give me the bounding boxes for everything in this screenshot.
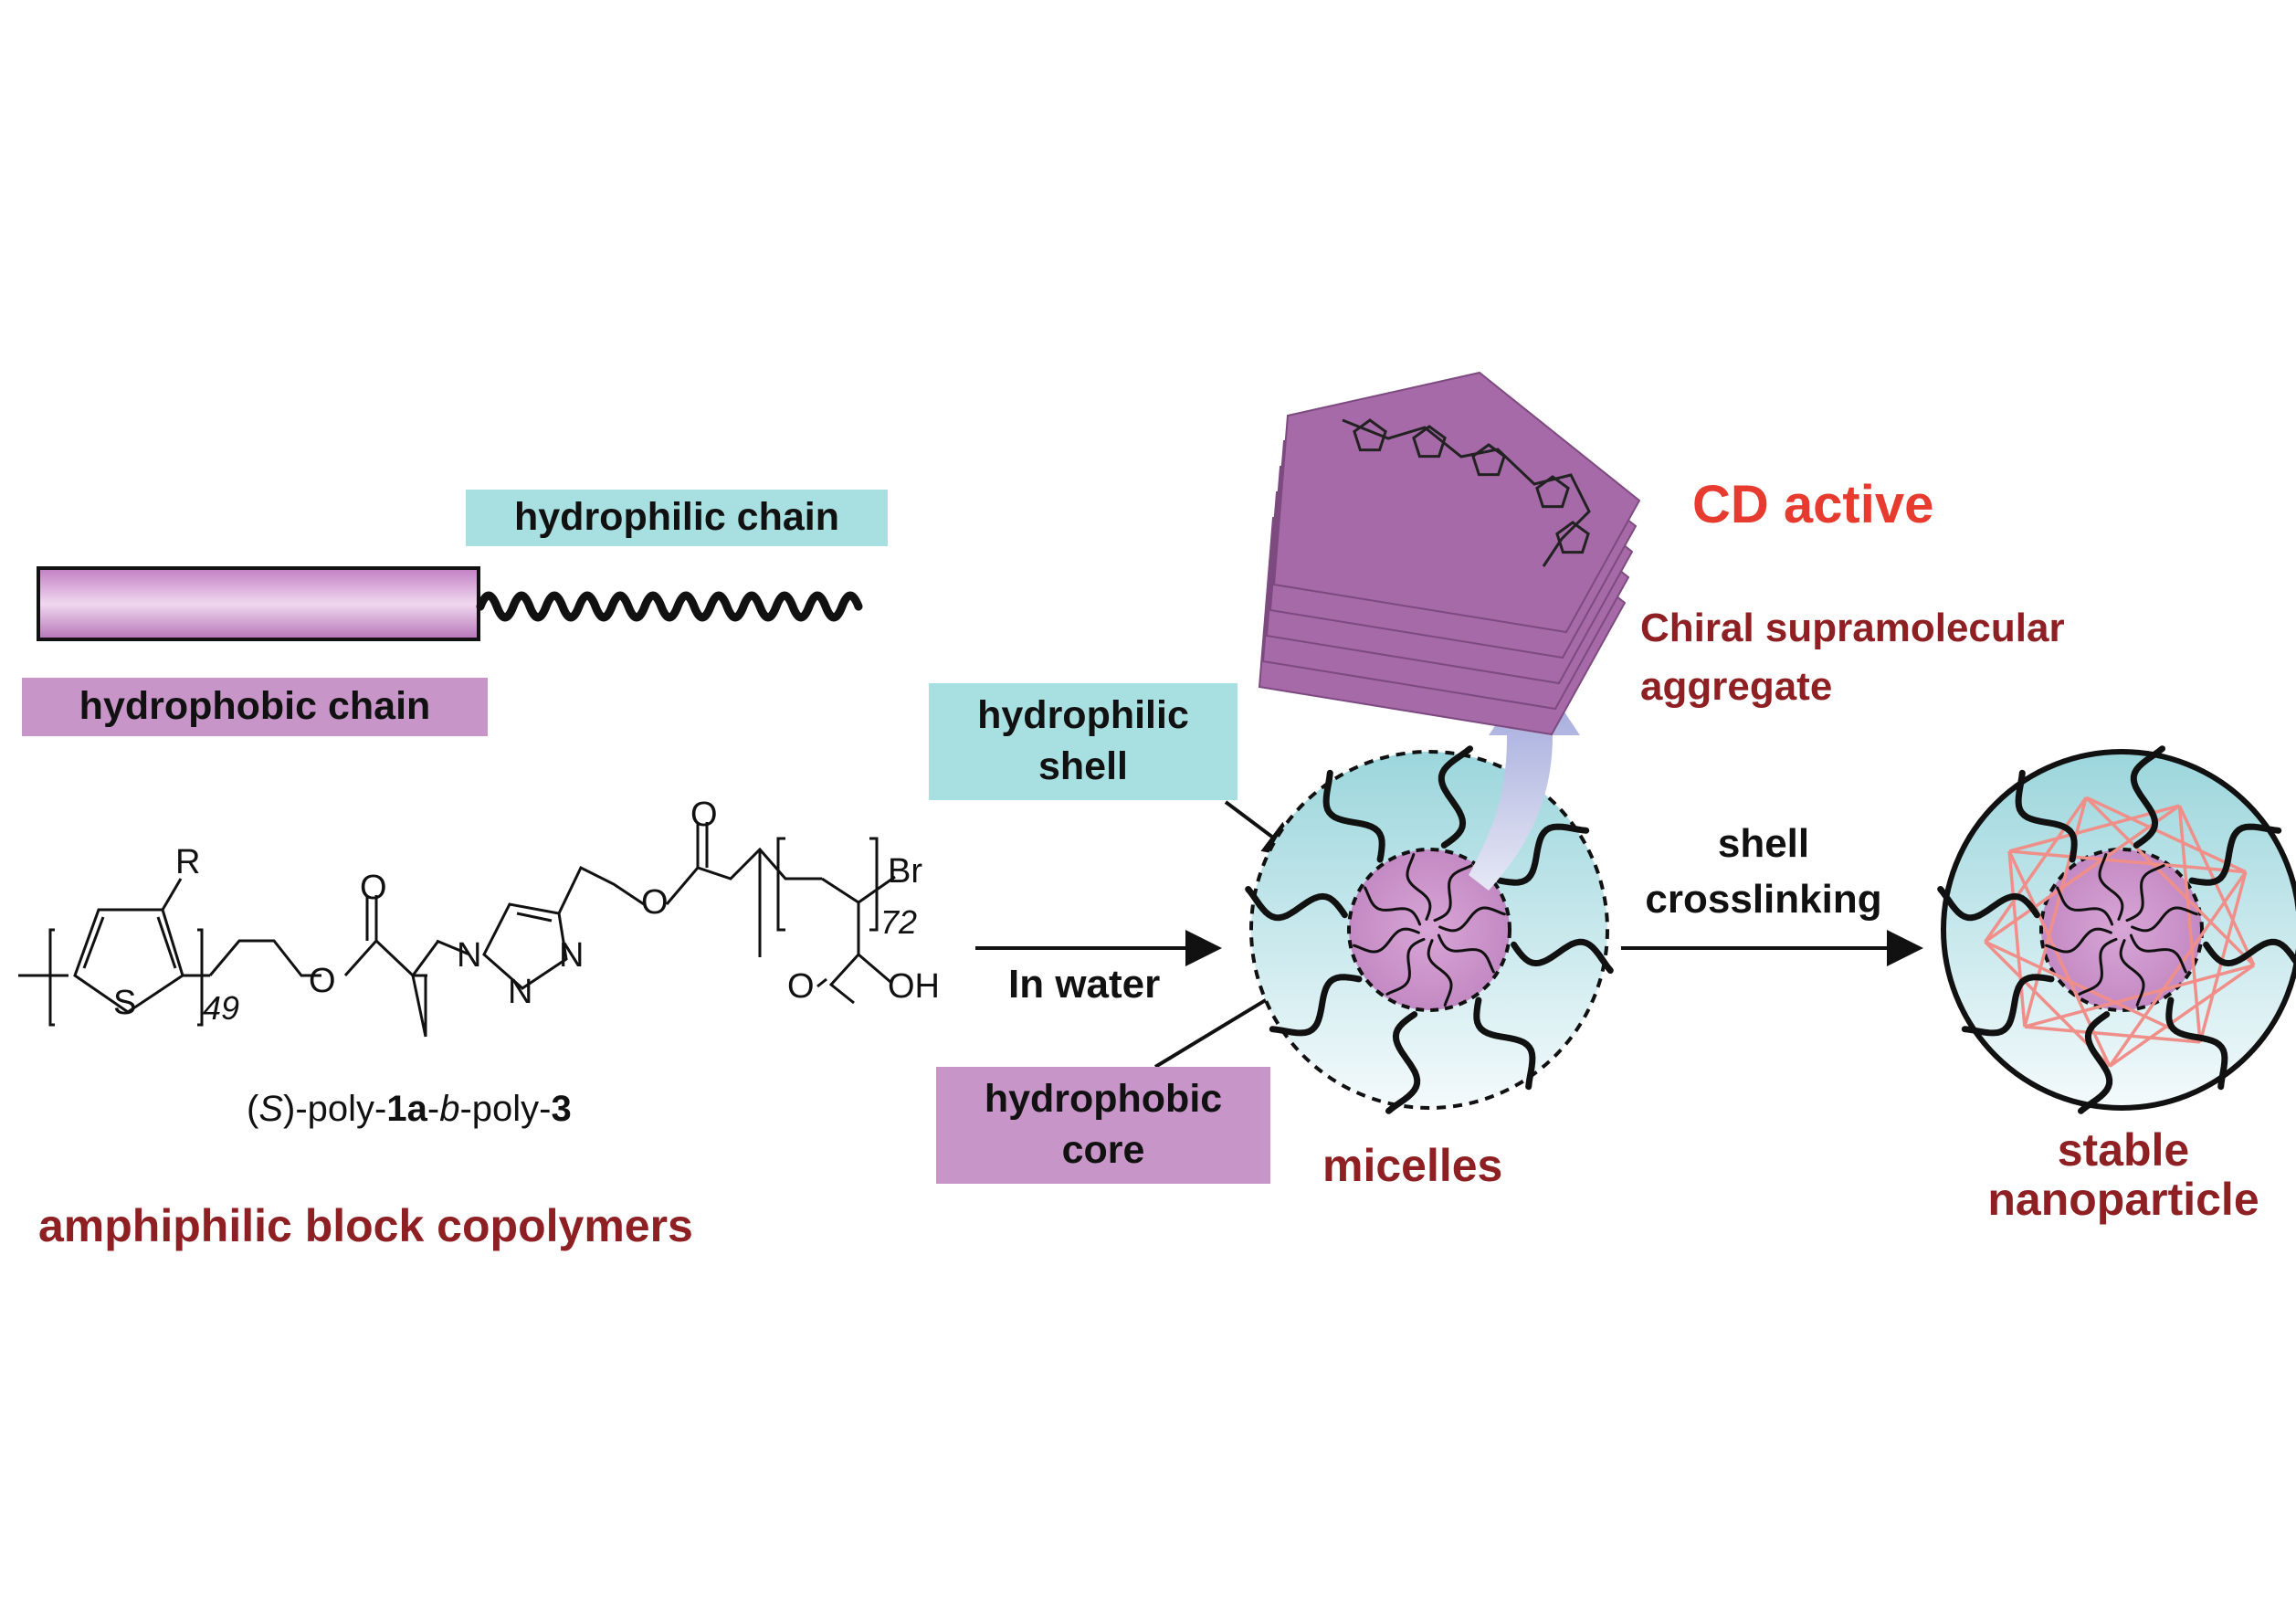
in-water-label: In water xyxy=(1008,962,1161,1007)
subscript-72: 72 xyxy=(880,903,918,941)
atom-n3: N xyxy=(559,936,585,975)
hydrophilic-strand xyxy=(1269,974,1363,1037)
atom-o-ester2: O xyxy=(641,883,669,922)
hydrophilic-shell-label: hydrophilic shell xyxy=(929,683,1238,800)
atom-n2: N xyxy=(508,973,533,1011)
stable-nanoparticle-line1: stable xyxy=(2057,1124,2190,1176)
crosslink-line xyxy=(2177,805,2202,1043)
hydrophobic-core-line2: core xyxy=(1061,1128,1145,1172)
crosslink-line xyxy=(2108,870,2248,1068)
nanoparticle-graphic xyxy=(1937,745,2296,1114)
hydrophilic-strand xyxy=(1511,938,1614,974)
hydrophobic-strand xyxy=(1353,927,1420,954)
hydrophilic-strand xyxy=(1961,974,2055,1037)
thiophene-ring-sketch xyxy=(1535,475,1570,509)
crosslink-line xyxy=(2198,871,2248,1043)
crosslink-line xyxy=(1984,796,2088,944)
crosslink-line xyxy=(2084,796,2256,967)
hydrophilic-chain-label: hydrophilic chain xyxy=(466,490,888,546)
hydrophilic-strand xyxy=(1937,886,2040,922)
section-title: amphiphilic block copolymers xyxy=(38,1200,693,1251)
copolymer-structure xyxy=(18,822,896,1038)
subscript-49: 49 xyxy=(203,989,240,1027)
shell-crosslinking-label: shell crosslinking xyxy=(1622,820,1905,924)
crosslink-line xyxy=(2024,1025,2201,1044)
thiophene-ring-sketch xyxy=(1471,443,1506,477)
chiral-aggregate-line1: Chiral supramolecular xyxy=(1640,606,2065,650)
atom-o-carbonyl1: O xyxy=(360,869,387,907)
cd-active-label: CD active xyxy=(1692,475,1934,534)
crosslink-line xyxy=(1984,940,2201,1044)
hydrophobic-strand xyxy=(1433,864,1473,923)
hydrophilic-strand xyxy=(1438,745,1473,849)
thiophene-ring-sketch xyxy=(1412,425,1447,459)
crosslink-line xyxy=(2177,805,2256,966)
stable-nanoparticle-line2: nanoparticle xyxy=(1987,1174,2259,1225)
hydrophilic-shell-line1: hydrophilic xyxy=(977,693,1189,738)
atom-o-ester1: O xyxy=(309,962,336,1000)
hydrophobic-strand xyxy=(1406,853,1432,921)
hydrophobic-strand xyxy=(2056,886,2114,926)
atom-br: Br xyxy=(888,852,922,891)
hydrophilic-strand xyxy=(2078,1011,2113,1114)
hydrophilic-strand xyxy=(1385,1011,1421,1114)
aggregate-plate xyxy=(1272,371,1641,634)
hydrophobic-strand xyxy=(1385,937,1426,996)
hydrophobic-strand xyxy=(2129,933,2187,974)
atom-r: R xyxy=(175,843,201,881)
atom-s-thiophene: S xyxy=(113,984,137,1022)
hydrophobic-strand xyxy=(2078,937,2118,996)
hydrophilic-strand xyxy=(2188,823,2282,886)
polymer-name: (S)-poly-1a-b-poly-3 xyxy=(247,1089,572,1129)
chiral-aggregate-label: Chiral supramolecular aggregate xyxy=(1640,599,2065,716)
hydrophobic-strand xyxy=(1364,886,1422,926)
hydrophilic-strand xyxy=(2130,745,2165,849)
hydrophobic-block-bar xyxy=(37,566,480,641)
hydrophobic-strand xyxy=(1427,939,1453,1007)
hydrophilic-strand xyxy=(2165,997,2228,1091)
crosslink-line xyxy=(2008,849,2247,874)
chiral-aggregate-plates xyxy=(1258,371,1641,736)
chiral-aggregate-line2: aggregate xyxy=(1640,663,1833,709)
crosslink-line xyxy=(1984,804,2181,944)
hydrophobic-strand xyxy=(2131,906,2198,933)
hydrophobic-strand xyxy=(2098,853,2124,921)
atom-o-carbonyl2: O xyxy=(690,796,718,834)
micelles-label: micelles xyxy=(1322,1140,1503,1191)
hydrophilic-strand xyxy=(1322,769,1385,863)
crosslink-line xyxy=(2085,796,2247,874)
thiophene-ring-sketch xyxy=(1353,418,1387,452)
hydrophobic-strand xyxy=(1438,906,1506,933)
hydrophobic-strand xyxy=(2125,864,2165,923)
micelle-graphic xyxy=(1245,745,1614,1114)
crosslink-line xyxy=(2108,964,2255,1068)
hydrophilic-strand xyxy=(1245,886,1348,922)
thiophene-ring-sketch xyxy=(1555,521,1590,554)
stable-nanoparticle-label: stable nanoparticle xyxy=(1945,1125,2296,1224)
hydrophobic-core-line1: hydrophobic xyxy=(984,1077,1223,1122)
hydrophilic-strand xyxy=(1473,997,1536,1091)
atom-n1: N xyxy=(457,936,482,975)
hydrophilic-strand xyxy=(2203,938,2296,967)
hydrophilic-strand xyxy=(1496,823,1590,886)
hydrophobic-strand xyxy=(2119,939,2145,1007)
hydrophilic-chain-coil xyxy=(476,591,863,622)
hydrophobic-core-label: hydrophobic core xyxy=(936,1067,1270,1184)
hydrophobic-strand xyxy=(1437,933,1495,974)
hydrophobic-chain-label: hydrophobic chain xyxy=(22,678,488,736)
shell-crosslinking-line2: crosslinking xyxy=(1645,876,1882,922)
atom-o-acid: O xyxy=(787,967,815,1006)
hydrophilic-shell-line2: shell xyxy=(1038,744,1128,788)
crosslink-line xyxy=(2007,850,2027,1028)
hydrophobic-strand xyxy=(2045,927,2112,954)
shell-crosslinking-line1: shell xyxy=(1717,821,1810,866)
crosslink-line xyxy=(2024,964,2255,1028)
atom-oh: OH xyxy=(888,967,940,1006)
hydrophilic-strand xyxy=(2015,769,2078,863)
